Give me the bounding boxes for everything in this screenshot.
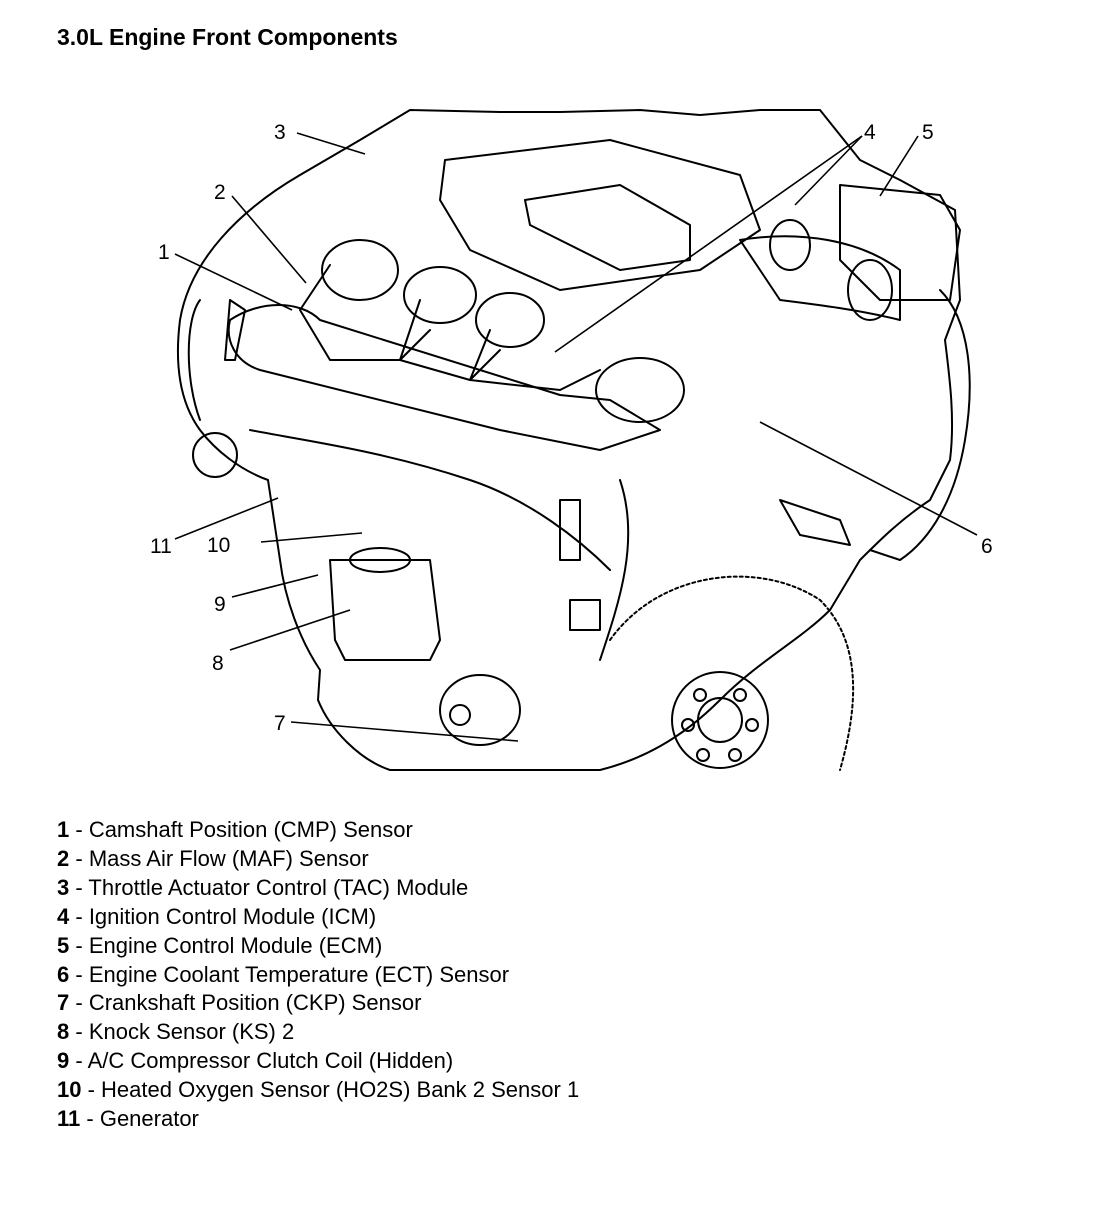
legend-label: Crankshaft Position (CKP) Sensor [88,990,422,1016]
callout-number-8: 8 [212,652,224,675]
legend-number: 6 [57,961,70,987]
callout-number-2: 2 [214,181,226,204]
legend-separator: - [69,1019,89,1045]
legend-separator: - [69,990,89,1016]
legend-separator: - [69,903,89,929]
legend-number: 2 [57,845,70,871]
legend-number: 9 [57,1048,70,1074]
legend-separator: - [69,817,89,842]
legend-label: Ignition Control Module (ICM) [88,903,377,929]
legend-item: 4 - Ignition Control Module (ICM) [57,903,579,932]
page-title: 3.0L Engine Front Components [57,24,398,50]
legend-label: Mass Air Flow (MAF) Sensor [88,845,369,871]
engine-illustration [176,109,971,771]
legend-label: Throttle Actuator Control (TAC) Module [88,874,469,900]
legend-number: 5 [57,932,70,958]
legend-separator: - [69,845,89,871]
legend-separator: - [69,961,89,987]
legend-item: 9 - A/C Compressor Clutch Coil (Hidden) [57,1047,579,1076]
callout-number-9: 9 [214,593,226,616]
legend-number: 3 [57,874,70,900]
legend-list: 1 - Camshaft Position (CMP) Sensor 2 - M… [57,816,579,1134]
legend-separator: - [69,874,89,900]
callout-number-11: 11 [150,535,172,558]
legend-item: 8 - Knock Sensor (KS) 2 [57,1018,579,1047]
legend-item: 6 - Engine Coolant Temperature (ECT) Sen… [57,961,579,990]
legend-label: Heated Oxygen Sensor (HO2S) Bank 2 Senso… [101,1077,580,1103]
legend-label: A/C Compressor Clutch Coil (Hidden) [87,1048,454,1074]
legend-item: 5 - Engine Control Module (ECM) [57,932,579,961]
legend-item: 7 - Crankshaft Position (CKP) Sensor [57,989,579,1018]
legend-label: Generator [99,1106,199,1132]
legend-separator: - [69,1048,88,1074]
legend-label: Knock Sensor (KS) 2 [88,1019,295,1045]
callout-number-10: 10 [207,534,230,557]
callout-number-1: 1 [158,241,170,264]
legend-item: 2 - Mass Air Flow (MAF) Sensor [57,845,579,874]
legend-item: 10 - Heated Oxygen Sensor (HO2S) Bank 2 … [57,1076,579,1105]
legend-item: 3 - Throttle Actuator Control (TAC) Modu… [57,874,579,903]
legend-number: 1 [57,817,70,842]
legend-number: 8 [57,1019,70,1045]
callout-numbers: 1 2 3 4 5 6 7 8 9 10 11 [150,121,993,735]
legend-label: Engine Control Module (ECM) [88,932,383,958]
legend-label: Engine Coolant Temperature (ECT) Sensor [88,961,510,987]
legend-number: 4 [57,903,70,929]
legend-item: 1 - Camshaft Position (CMP) Sensor [57,816,579,845]
callout-number-4: 4 [864,121,876,144]
callout-number-5: 5 [922,121,934,144]
callout-number-7: 7 [274,712,286,735]
engine-diagram: 1 2 3 4 5 6 7 8 9 10 11 [150,109,993,771]
callout-number-3: 3 [274,121,286,144]
legend-separator: - [80,1106,100,1132]
callout-number-6: 6 [981,535,993,558]
legend-number: 10 [57,1077,82,1103]
legend-label: Camshaft Position (CMP) Sensor [88,817,413,842]
legend-separator: - [69,932,89,958]
legend-number: 11 [57,1106,81,1132]
legend-number: 7 [57,990,70,1016]
leader-lines [174,132,978,742]
legend-separator: - [81,1077,102,1103]
legend-item: 11 - Generator [57,1105,579,1134]
